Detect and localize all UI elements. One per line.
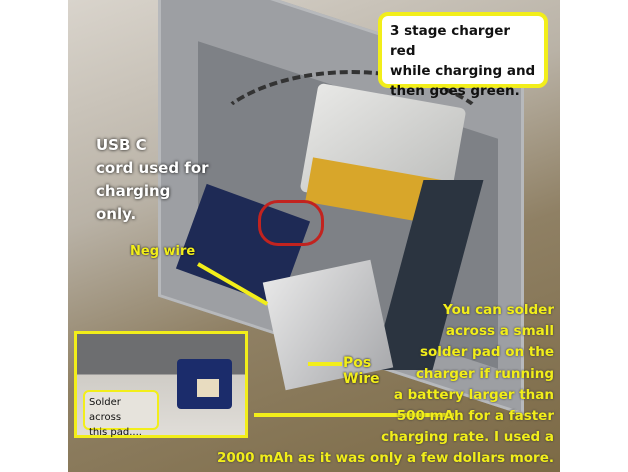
usb-line: USB C bbox=[96, 136, 147, 154]
red-wire bbox=[258, 200, 324, 246]
usb-line: cord used for bbox=[96, 159, 209, 177]
note-line: charging rate. I used a bbox=[381, 429, 554, 446]
charger-inset-photo: Solder across this pad.... bbox=[74, 331, 248, 438]
note-line: You can solder bbox=[443, 302, 554, 318]
inset-line: Solder across bbox=[89, 397, 122, 423]
charger-callout: 3 stage charger red while charging and t… bbox=[378, 12, 548, 99]
project-photo: 3 stage charger red while charging and t… bbox=[68, 0, 560, 472]
usb-cord-label: USB C cord used for charging only. bbox=[96, 134, 209, 226]
note-line: charger if running bbox=[415, 365, 554, 382]
pos-wire-label: Pos Wire bbox=[343, 355, 380, 387]
inset-line: this pad.... bbox=[89, 427, 142, 438]
inset-arrow-icon bbox=[254, 413, 454, 417]
callout-line: 3 stage charger red bbox=[390, 23, 511, 59]
inset-label: Solder across this pad.... bbox=[83, 390, 159, 438]
callout-line: while charging and bbox=[390, 63, 536, 79]
pos-line: Pos bbox=[343, 355, 372, 371]
neg-wire-label: Neg wire bbox=[130, 244, 196, 259]
battery-connector bbox=[197, 379, 219, 397]
pos-line: Wire bbox=[343, 371, 380, 387]
note-line: a battery larger than bbox=[393, 386, 554, 403]
solder-note-last: 2000 mAh as it was only a few dollars mo… bbox=[216, 450, 554, 466]
note-line: across a small bbox=[445, 323, 554, 340]
note-line: solder pad on the bbox=[419, 344, 554, 361]
usb-line: charging bbox=[96, 182, 171, 200]
usb-cable bbox=[198, 70, 506, 238]
usb-line: only. bbox=[96, 205, 137, 223]
pos-arrow-icon bbox=[308, 362, 342, 366]
note-line: 500 mAh for a faster bbox=[396, 408, 554, 425]
callout-line: then goes green. bbox=[390, 83, 520, 99]
solder-note: You can solder across a small solder pad… bbox=[294, 300, 554, 448]
